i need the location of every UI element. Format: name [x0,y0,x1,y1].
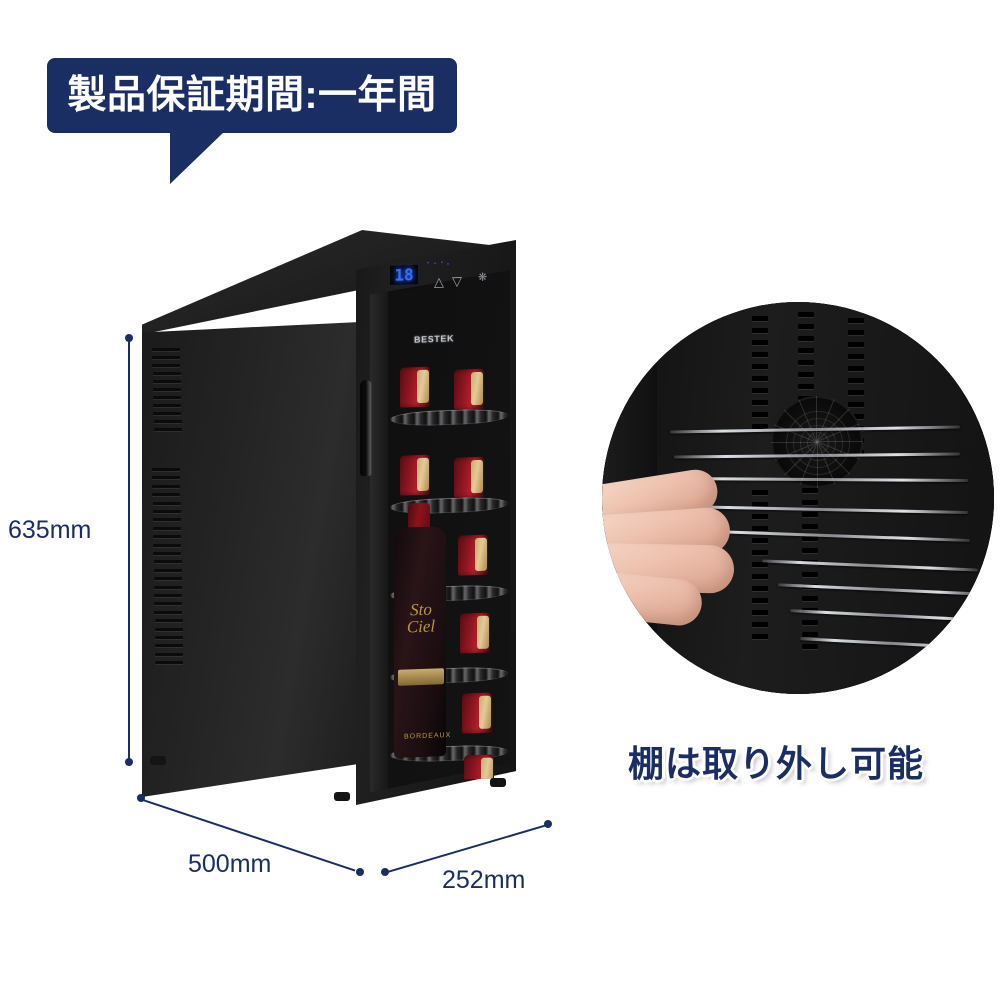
door-left-frame [370,270,388,793]
temperature-display: 18 [390,264,418,285]
width-dim-endpoint [137,794,145,802]
height-dim-endpoint [125,758,133,766]
depth-dimension-label: 252mm [442,866,526,894]
depth-dim-endpoint [381,868,389,876]
indicator-dots [427,261,449,267]
cabinet-interior: Sto Ciel BORDEAUX [388,348,510,783]
brand-logo: BESTEK [414,333,455,345]
vent-group-upper [152,348,182,440]
bottle-cap [458,534,488,576]
interior-vent-column [752,490,770,650]
height-dimension-line [128,338,130,764]
chevron-up-icon[interactable]: △ [434,274,444,290]
vent-group-lower [152,468,184,673]
cabinet-foot [334,792,350,801]
bottle-cap [454,368,484,410]
door-handle[interactable] [360,379,372,477]
shelf-detail-inset [602,302,994,694]
height-dim-endpoint [125,334,133,342]
temperature-value: 18 [394,265,414,285]
depth-dim-endpoint [544,820,552,828]
bottle-cap [464,754,494,783]
control-panel[interactable]: 18 △ ▽ ❋ [378,254,512,303]
cooling-fan-grille [770,396,863,489]
cabinet-foot [150,756,166,765]
bottle-cap [400,454,430,496]
bottle-gold-band [398,668,444,686]
light-bulb-icon[interactable]: ❋ [478,271,488,284]
hand-gripping-shelf [602,466,758,628]
width-dimension-label: 500mm [188,850,272,878]
cabinet-side-panel [142,322,360,797]
bottle-cap [454,456,484,498]
interior-vent-column [802,488,820,658]
bottle-script-label: Sto Ciel [406,599,436,637]
width-dim-endpoint [356,868,364,876]
side-ventilation-grille [152,348,186,673]
bottle-cap [460,612,490,654]
bottle-cap [462,692,492,734]
interior-vent-column [752,316,770,446]
warranty-badge-label: 製品保証期間:一年間 [67,74,437,117]
cabinet-foot [490,778,506,787]
warranty-callout: 製品保証期間:一年間 [47,58,457,188]
wire-shelf [390,407,508,428]
bottle-cap [400,366,430,408]
wine-cooler-product: 18 △ ▽ ❋ BESTEK [138,222,548,822]
callout-tail-icon [170,130,226,184]
bottle-foot-label: BORDEAUX [404,731,452,741]
warranty-badge: 製品保証期間:一年間 [47,58,457,133]
inset-caption: 棚は取り外し可能 [628,743,925,784]
height-dimension-label: 635mm [8,516,92,544]
chevron-down-icon[interactable]: ▽ [452,273,462,289]
